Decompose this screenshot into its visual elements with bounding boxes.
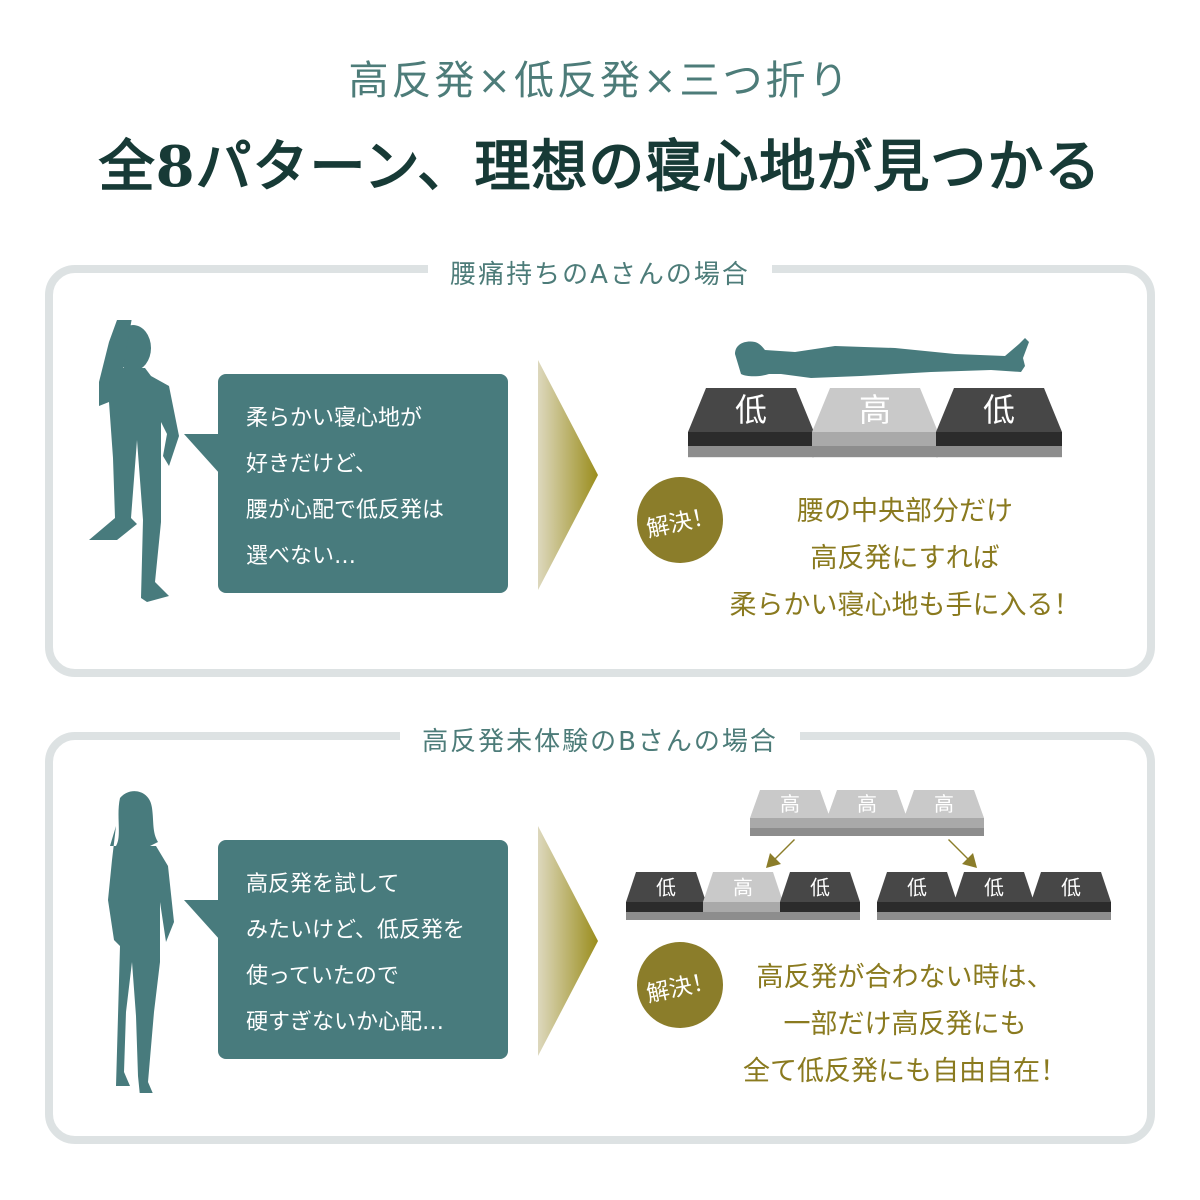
block-label: 低 (810, 876, 830, 900)
case-a-label: 腰痛持ちのAさんの場合 (0, 254, 1200, 291)
arrow-down-right-icon (948, 839, 977, 868)
block-label: 低 (656, 876, 676, 900)
block-label: 高 (733, 876, 753, 900)
high-rebound-block: 高 (703, 872, 783, 920)
bubble-line: 使っていたので (246, 964, 399, 989)
subtitle: 高反発×低反発×三つ折り (348, 58, 852, 104)
low-rebound-block: 低 (877, 872, 957, 920)
low-rebound-block: 低 (936, 388, 1062, 458)
block-label: 低 (735, 391, 767, 429)
high-rebound-block: 高 (812, 388, 938, 458)
low-rebound-block: 低 (954, 872, 1034, 920)
bubble-line: 選べない… (246, 544, 357, 569)
low-rebound-block: 低 (688, 388, 814, 458)
block-label: 低 (1061, 876, 1081, 900)
bubble-line: 高反発を試して (246, 872, 400, 897)
bubble-line: 腰が心配で低反発は (246, 498, 445, 523)
block-label: 高 (780, 792, 800, 816)
arrow-down-left-icon (766, 839, 795, 868)
block-label: 低 (984, 876, 1004, 900)
arrow-right-icon (538, 826, 598, 1056)
arrow-right-icon (538, 360, 598, 590)
case-a-mattress: 低高低 (688, 388, 1062, 458)
man-silhouette-icon (89, 320, 179, 602)
high-rebound-block: 高 (904, 790, 984, 836)
low-rebound-block: 低 (1031, 872, 1111, 920)
case-b-speech-bubble: 高反発を試して みたいけど、低反発を 使っていたので 硬すぎないか心配… (184, 840, 508, 1059)
low-rebound-block: 低 (780, 872, 860, 920)
block-label: 低 (983, 391, 1015, 429)
block-label: 高 (859, 391, 891, 429)
block-label: 高 (857, 792, 877, 816)
case-b-mattresses: 高高高低高低低低低 (626, 790, 1111, 920)
lying-person-icon (735, 338, 1029, 378)
case-b-label: 高反発未体験のBさんの場合 (0, 721, 1200, 758)
bubble-line: 柔らかい寝心地が (246, 406, 423, 431)
bubble-line: 好きだけど、 (246, 452, 377, 477)
bubble-line: みたいけど、低反発を (246, 918, 465, 943)
case-a-solution: 腰の中央部分だけ高反発にすれば柔らかい寝心地も手に入る！ (729, 496, 1081, 621)
woman-silhouette-icon (108, 791, 174, 1093)
block-label: 低 (907, 876, 927, 900)
case-a-speech-bubble: 柔らかい寝心地が 好きだけど、 腰が心配で低反発は 選べない… (184, 374, 508, 593)
page-title: 全8パターン、理想の寝心地が見つかる (98, 134, 1102, 200)
case-b-solution: 高反発が合わない時は、一部だけ高反発にも全て低反発にも自由自在！ (743, 962, 1067, 1087)
low-rebound-block: 低 (626, 872, 706, 920)
high-rebound-block: 高 (827, 790, 907, 836)
high-rebound-block: 高 (750, 790, 830, 836)
bubble-line: 硬すぎないか心配… (246, 1010, 445, 1035)
block-label: 高 (934, 792, 954, 816)
